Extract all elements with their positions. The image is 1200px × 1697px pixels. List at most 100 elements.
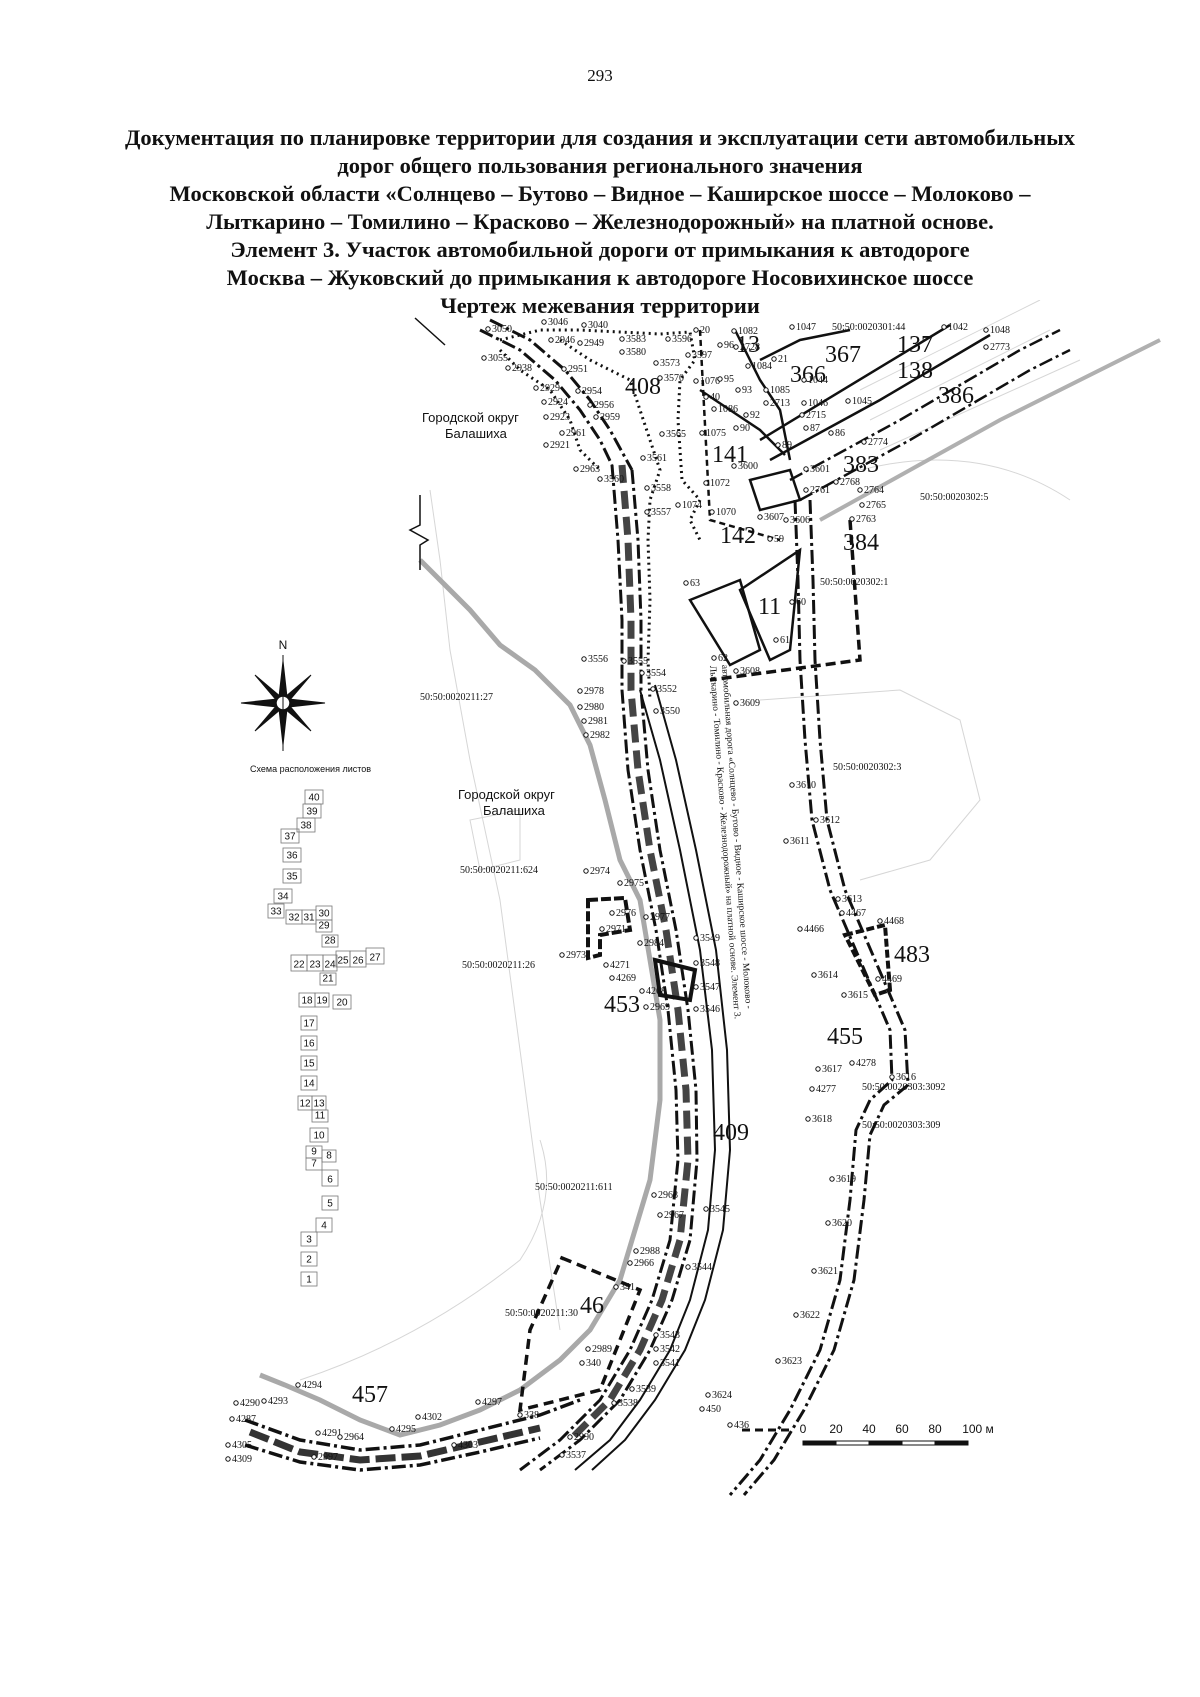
title-line-3: Московской области «Солнцево – Бутово – … xyxy=(169,181,1031,206)
title-line-6: Москва – Жуковский до примыкания к автод… xyxy=(226,265,974,290)
sheet-cell-number: 24 xyxy=(324,960,336,971)
sheet-cell-number: 35 xyxy=(286,872,298,883)
sheet-cell xyxy=(332,994,352,1010)
boundary-point-marker xyxy=(643,1004,649,1010)
boundary-point-marker xyxy=(619,336,625,342)
boundary-point-marker xyxy=(789,782,795,788)
sheet-cell-number: 30 xyxy=(318,909,330,920)
parcel-outlines-top xyxy=(688,328,851,667)
boundary-point-number: 2951 xyxy=(568,364,588,375)
parcel-number: 138 xyxy=(897,358,933,384)
boundary-point-number: 3613 xyxy=(842,894,862,905)
boundary-point-number: 2946 xyxy=(555,335,575,346)
boundary-point-marker xyxy=(841,992,847,998)
boundary-point-number: 2978 xyxy=(584,686,604,697)
boundary-point-marker xyxy=(533,385,539,391)
boundary-point-number: 2984 xyxy=(644,938,664,949)
boundary-point-marker xyxy=(451,1442,457,1448)
sheet-cell xyxy=(305,1157,323,1171)
boundary-point-marker xyxy=(561,366,567,372)
boundary-point-number: 3538 xyxy=(618,1398,638,1409)
boundary-point-number: 1048 xyxy=(990,325,1010,336)
boundary-point-marker xyxy=(653,1360,659,1366)
municipal-boundary xyxy=(259,558,663,1438)
sheet-cell-number: 25 xyxy=(337,956,349,967)
scale-bar-label: 60 xyxy=(895,1422,909,1436)
boundary-point-marker xyxy=(577,688,583,694)
boundary-point-number: 2728 xyxy=(740,342,760,353)
sheet-cell xyxy=(267,903,285,919)
boundary-point-marker xyxy=(803,466,809,472)
boundary-point-marker xyxy=(811,1268,817,1274)
boundary-point-marker xyxy=(815,1066,821,1072)
boundary-point-number: 4269 xyxy=(616,973,636,984)
boundary-point-number: 3597 xyxy=(692,350,712,361)
boundary-point-marker xyxy=(783,838,789,844)
boundary-point-number: 2774 xyxy=(868,437,888,448)
boundary-point-number: 2923 xyxy=(550,412,570,423)
boundary-point-marker xyxy=(559,1452,565,1458)
cadastral-number: 50:50:0020303:309 xyxy=(862,1120,940,1131)
boundary-point-number: 2964 xyxy=(344,1432,364,1443)
boundary-point-number: 3610 xyxy=(796,780,816,791)
boundary-point-number: 3609 xyxy=(740,698,760,709)
parcel-number: 409 xyxy=(713,1120,749,1146)
parcel-number: 366 xyxy=(790,362,826,388)
boundary-point-marker xyxy=(717,342,723,348)
boundary-point-marker xyxy=(731,463,737,469)
boundary-point-marker xyxy=(825,1220,831,1226)
boundary-point-marker xyxy=(735,387,741,393)
boundary-point-number: 3621 xyxy=(818,1266,838,1277)
title-line-5: Элемент 3. Участок автомобильной дороги … xyxy=(230,237,970,262)
sheet-cell-number: 34 xyxy=(277,892,289,903)
red-line-band-left xyxy=(567,464,692,1443)
sheet-cell xyxy=(322,954,338,972)
boundary-point-marker xyxy=(801,377,807,383)
scale-bar-label: 80 xyxy=(928,1422,942,1436)
boundary-point-number: 4467 xyxy=(846,908,866,919)
sheet-cell-number: 28 xyxy=(324,936,336,947)
boundary-point-marker xyxy=(577,340,583,346)
boundary-point-number: 4303 xyxy=(458,1440,478,1451)
boundary-point-marker xyxy=(644,485,650,491)
boundary-point-number: 3543 xyxy=(660,1330,680,1341)
boundary-point-marker xyxy=(629,1386,635,1392)
boundary-point-number: 4268 xyxy=(646,986,666,997)
boundary-point-marker xyxy=(685,1264,691,1270)
boundary-point-number: 1082 xyxy=(738,326,758,337)
boundary-point-marker xyxy=(763,387,769,393)
boundary-point-marker xyxy=(543,414,549,420)
boundary-point-number: 2956 xyxy=(594,400,614,411)
boundary-point-marker xyxy=(597,476,603,482)
boundary-point-marker xyxy=(767,536,773,542)
boundary-point-number: 4271 xyxy=(610,960,630,971)
boundary-point-marker xyxy=(811,972,817,978)
boundary-point-marker xyxy=(609,910,615,916)
boundary-point-marker xyxy=(775,1358,781,1364)
boundary-point-marker xyxy=(517,1412,523,1418)
boundary-point-marker xyxy=(941,324,947,330)
cadastral-number: 50:50:0020303:3092 xyxy=(862,1082,945,1093)
boundary-point-number: 3600 xyxy=(738,461,758,472)
sheet-cell-number: 36 xyxy=(286,851,298,862)
boundary-point-marker xyxy=(389,1426,395,1432)
boundary-point-marker xyxy=(627,1260,633,1266)
cadastral-number: 50:50:0020211:30 xyxy=(505,1308,578,1319)
boundary-point-number: 4287 xyxy=(236,1414,256,1425)
boundary-point-number: 3580 xyxy=(626,347,646,358)
sheet-cell-number: 26 xyxy=(352,956,364,967)
boundary-point-number: 3606 xyxy=(790,515,810,526)
boundary-point-number: 1072 xyxy=(710,478,730,489)
boundary-point-number: 4294 xyxy=(302,1380,322,1391)
boundary-point-marker xyxy=(611,1400,617,1406)
boundary-point-number: 3550 xyxy=(660,706,680,717)
sheet-cell xyxy=(300,1015,318,1031)
boundary-point-number: 90 xyxy=(740,423,750,434)
sheet-cell xyxy=(321,1195,339,1211)
boundary-point-number: 2988 xyxy=(640,1246,660,1257)
parcel-number: 46 xyxy=(580,1293,604,1319)
sheet-cell-number: 39 xyxy=(306,807,318,818)
